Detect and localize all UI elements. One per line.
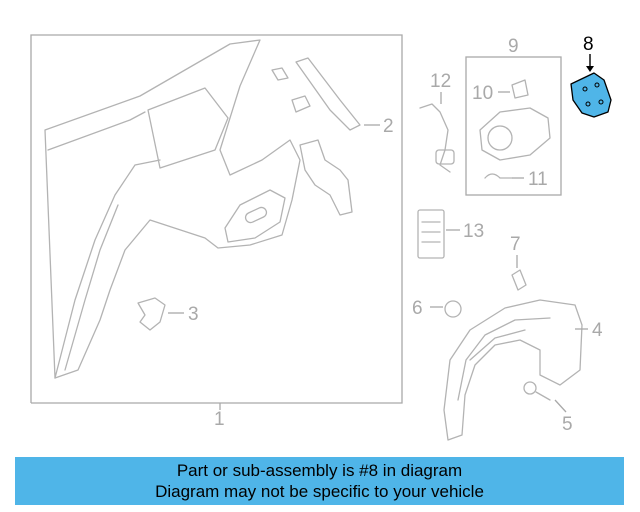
screw-part-5 [523, 381, 551, 401]
fuel-door-part-8 [570, 72, 612, 118]
quarter-panel-frame [30, 34, 403, 404]
fuel-door-housing-part [479, 79, 551, 161]
fuel-door-hole-icon [582, 86, 588, 92]
grommet-part-6 [444, 300, 462, 318]
callout-7: 7 [510, 234, 521, 255]
caption-line-disclaimer: Diagram may not be specific to your vehi… [155, 482, 484, 501]
callout-10: 10 [472, 83, 493, 104]
wire-clip-part-11 [484, 173, 513, 179]
caption-line-part-number: Part or sub-assembly is #8 in diagram [176, 461, 463, 480]
callout-1: 1 [214, 409, 225, 430]
callout-6: 6 [412, 298, 423, 319]
fuel-door-hole-icon [598, 99, 604, 105]
fuel-door-cable-part [419, 103, 455, 173]
wheelhouse-liner-part [443, 299, 583, 441]
callout-3: 3 [188, 304, 199, 325]
callout-9: 9 [508, 36, 519, 57]
fuel-door-assembly-box [465, 56, 562, 196]
callout-12: 12 [430, 71, 451, 92]
fuel-door-hole-icon [594, 82, 600, 88]
callout-5: 5 [562, 414, 573, 435]
callout-11: 11 [528, 169, 548, 190]
callout-2: 2 [383, 116, 394, 137]
parts-diagram: 1 2 3 4 5 6 7 8 9 10 11 12 13 [30, 34, 612, 441]
callout-13: 13 [463, 221, 484, 242]
callout-8: 8 [583, 34, 594, 55]
bracket-part [271, 57, 361, 216]
quarter-panel-part [44, 39, 301, 379]
leader-arrow-8 [586, 66, 594, 72]
fuel-door-hole-icon [585, 101, 591, 107]
leader-line-5 [554, 399, 567, 413]
vent-part-13 [417, 209, 445, 259]
diagram-caption-banner: Part or sub-assembly is #8 in diagram Di… [15, 457, 624, 505]
callout-4: 4 [592, 320, 603, 341]
pin-part-7 [511, 269, 527, 291]
clip-part-3 [137, 297, 166, 331]
